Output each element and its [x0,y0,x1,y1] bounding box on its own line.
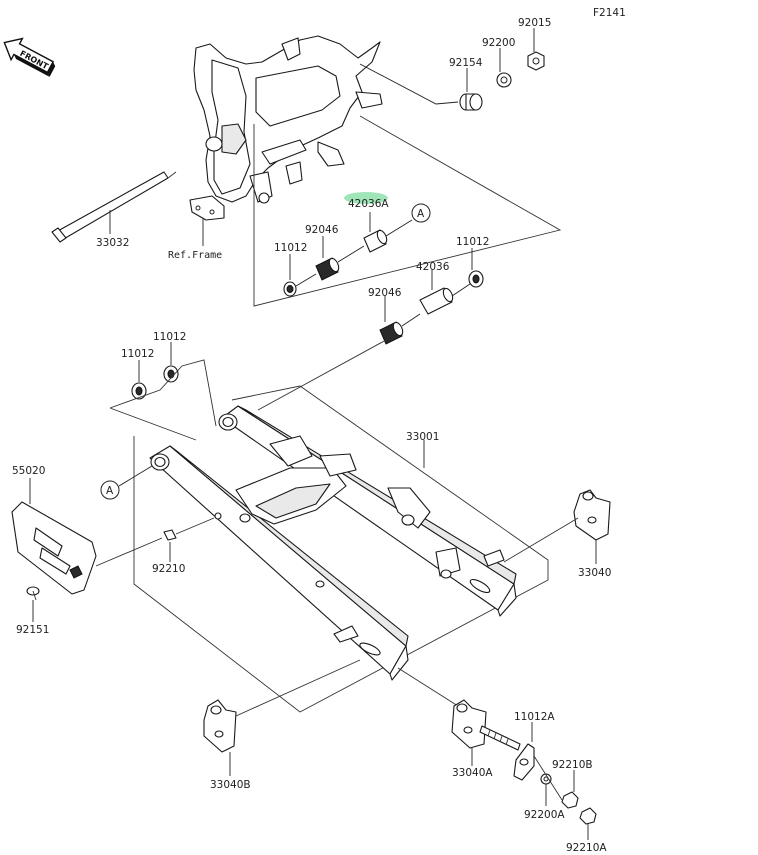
seal-11012-a[interactable] [131,382,147,400]
nut-92210a[interactable] [579,807,597,825]
diagram-code: F2141 [593,7,626,19]
part-label-11012-b[interactable]: 11012 [153,331,186,343]
chain-adjuster-33040[interactable] [573,489,611,541]
part-label-11012-a[interactable]: 11012 [121,348,154,360]
chain-adjuster-33040a[interactable] [451,699,487,749]
screw-92151[interactable] [26,586,40,601]
washer-92200[interactable] [496,72,512,88]
chain-adjuster-33040b[interactable] [203,699,237,753]
part-label-92151[interactable]: 92151 [16,624,49,636]
part-label-92200a[interactable]: 92200A [524,809,565,821]
part-label-33040b[interactable]: 33040B [210,779,251,791]
part-label-33032[interactable]: 33032 [96,237,129,249]
seal-11012-b[interactable] [163,365,179,383]
callout-a-swingarm-letter: A [106,485,114,497]
part-label-33040[interactable]: 33040 [578,567,611,579]
bearing-92046-top[interactable] [315,257,341,281]
part-label-33001[interactable]: 33001 [406,431,439,443]
part-label-33040a[interactable]: 33040A [452,767,493,779]
part-label-11012a[interactable]: 11012A [514,711,555,723]
callout-a-top-letter: A [417,208,425,220]
bearing-92046-mid[interactable] [379,321,405,345]
part-label-11012-top-left[interactable]: 11012 [274,242,307,254]
seal-11012-top-right[interactable] [468,270,484,288]
part-label-11012-top-right[interactable]: 11012 [456,236,489,248]
nut-92015[interactable] [527,51,545,71]
ref-frame-label: Ref.Frame [168,250,222,261]
nut-92210[interactable] [163,529,177,541]
sleeve-42036A[interactable] [363,229,389,253]
part-label-92210a[interactable]: 92210A [566,842,607,854]
seal-11012-top-left[interactable] [283,281,297,297]
sleeve-42036[interactable] [419,287,455,315]
part-label-42036[interactable]: 42036 [416,261,450,273]
swingarm-33001[interactable] [149,405,517,681]
part-label-92200[interactable]: 92200 [482,37,515,49]
part-label-92046-mid[interactable]: 92046 [368,287,402,299]
part-label-42036A[interactable]: 42036A [348,198,389,210]
part-label-92046-top[interactable]: 92046 [305,224,339,236]
part-label-92210[interactable]: 92210 [152,563,185,575]
front-arrow-icon: FRONT [3,37,56,77]
frame-illustration [189,35,383,221]
part-label-55020[interactable]: 55020 [12,465,45,477]
pivot-shaft-33032[interactable] [51,171,177,243]
part-label-92154[interactable]: 92154 [449,57,483,69]
nut-92210b[interactable] [561,791,579,809]
callout-a-swingarm [100,480,120,500]
adjuster-bolt-11012a[interactable] [479,725,535,781]
part-label-92015[interactable]: 92015 [518,17,551,29]
chain-slider-55020[interactable] [11,501,97,595]
highlight-marker [344,192,388,204]
callout-a-top [411,203,431,223]
part-label-92210b[interactable]: 92210B [552,759,593,771]
collar-92154[interactable] [459,93,483,111]
